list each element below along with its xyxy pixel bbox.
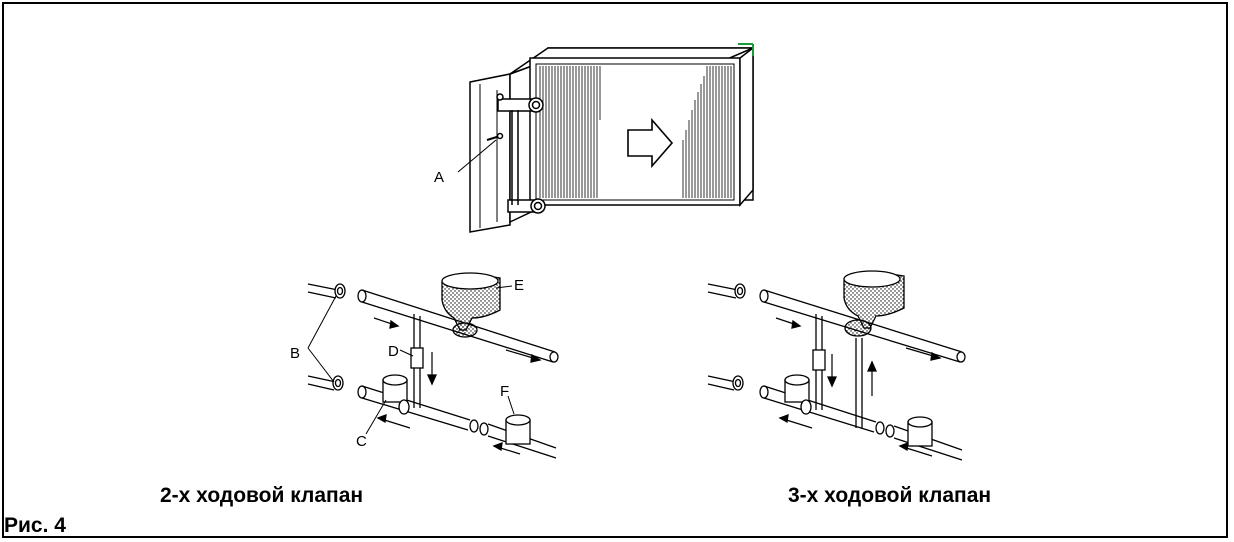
caption-two-way-valve: 2-х ходовой клапан xyxy=(160,484,364,507)
coil-unit xyxy=(457,43,754,233)
coil-stub-top xyxy=(307,283,346,299)
callout-d: D xyxy=(388,343,399,360)
two-way-valve-diagram xyxy=(307,272,559,459)
callout-b: B xyxy=(290,345,300,362)
callout-f: F xyxy=(500,383,509,400)
callout-c: C xyxy=(356,433,367,450)
three-way-valve-diagram xyxy=(707,270,966,461)
callout-a: A xyxy=(434,169,444,186)
coil-stub-bottom xyxy=(307,375,344,391)
caption-three-way-valve: 3-х ходовой клапан xyxy=(788,484,992,507)
figure-label: Рис. 4 xyxy=(4,514,66,537)
callout-e: E xyxy=(514,277,524,294)
